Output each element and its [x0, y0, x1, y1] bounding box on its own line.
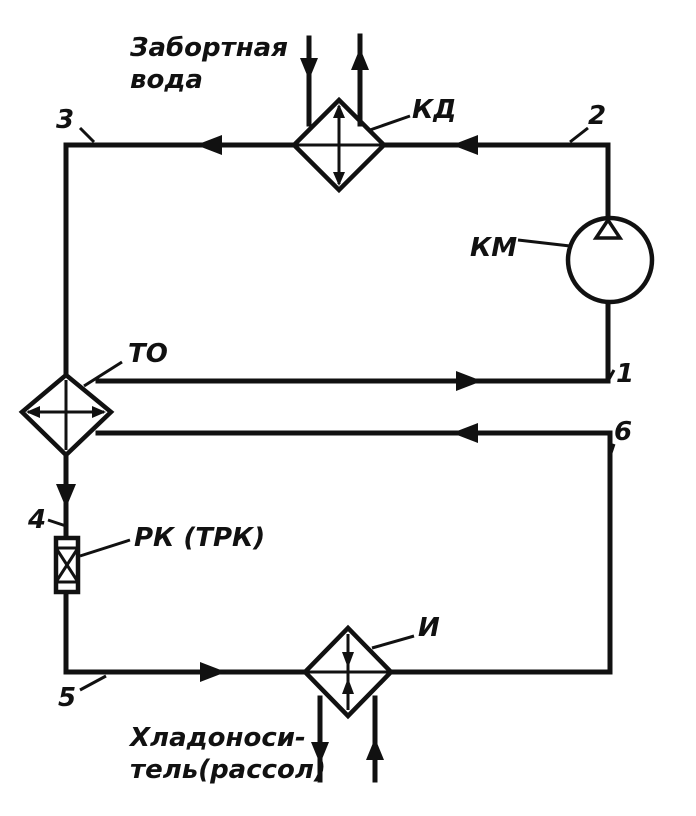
leader-i	[371, 634, 415, 650]
leader-3	[78, 126, 96, 144]
labels: Забортная вода КД КМ ТО РК (ТРК) И Хладо…	[27, 33, 634, 785]
arrow-left-top-1	[196, 135, 222, 155]
seawater-inlet-arrow	[300, 58, 318, 80]
heat-exchanger-icon	[18, 372, 115, 459]
evaporator-label: И	[418, 613, 440, 643]
leader-5	[79, 674, 107, 692]
line-6-to-heat-exchanger	[95, 430, 613, 673]
leader-rk	[79, 538, 131, 558]
arrow-left-line-6	[452, 423, 478, 443]
leader-lines	[47, 114, 616, 692]
condenser-label: КД	[412, 95, 456, 125]
leader-km	[517, 238, 571, 248]
flow-arrows	[56, 135, 482, 682]
leader-6	[608, 443, 616, 457]
leader-to	[83, 360, 123, 388]
circuit-lines	[63, 142, 613, 675]
leader-2	[569, 126, 589, 144]
coolant-outlet-arrow	[311, 742, 329, 764]
seawater-label-line1: Забортная	[129, 33, 288, 63]
coolant-inlet-arrow	[366, 738, 384, 760]
regulating-valve-icon	[53, 535, 81, 595]
regulating-valve-label: РК (ТРК)	[134, 523, 265, 553]
leader-4	[47, 518, 67, 528]
point-label-6: 6	[614, 417, 632, 447]
compressor-label: КМ	[470, 233, 517, 263]
arrow-down-to-4	[56, 484, 76, 508]
coolant-label-line2: тель(рассол)	[130, 755, 326, 785]
point-label-2: 2	[588, 101, 606, 131]
arrow-right-line-1	[456, 371, 482, 391]
arrow-left-top-2	[452, 135, 478, 155]
seawater-outlet-arrow	[351, 48, 369, 70]
point-label-5: 5	[58, 683, 76, 713]
evaporator-icon	[301, 624, 395, 720]
heat-exchanger-label: ТО	[128, 339, 168, 369]
point-label-1: 1	[616, 359, 634, 389]
seawater-label-line2: вода	[130, 65, 203, 95]
point-label-4: 4	[27, 505, 46, 535]
point-label-3: 3	[56, 105, 74, 135]
compressor-icon	[565, 215, 655, 305]
coolant-label-line1: Хладоноси-	[128, 723, 306, 753]
line-valve-to-5	[63, 589, 308, 675]
arrow-right-line-5	[200, 662, 226, 682]
leader-1	[606, 369, 616, 382]
leader-kd	[369, 114, 411, 132]
seawater-pipes	[300, 33, 369, 127]
coolant-pipes	[311, 695, 384, 783]
